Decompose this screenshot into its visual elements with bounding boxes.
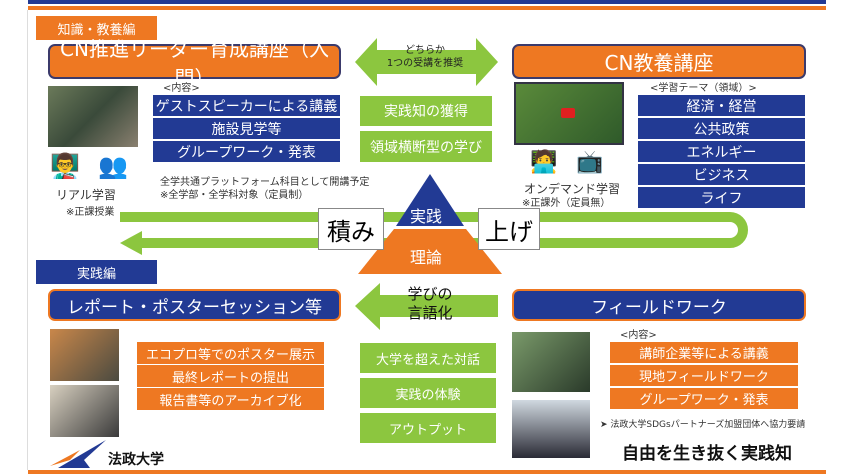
play-icon (561, 108, 575, 118)
recommend-line1: どちらか (405, 45, 445, 56)
poster-photo (50, 329, 119, 381)
intro-content-label: <内容> (163, 83, 200, 94)
theme-item: ビジネス (638, 164, 805, 185)
report-item: 報告書等のアーカイブ化 (137, 388, 324, 410)
presentation-icon: 👨‍🏫 (50, 152, 80, 180)
intro-item: ゲストスピーカーによる講義 (153, 95, 340, 116)
recommend-double-arrow (355, 38, 498, 86)
center-item: 領域横断型の学び (360, 131, 492, 162)
fieldwork-note: ➤ 法政大学SDGsパートナーズ加盟団体へ協力要請 (600, 420, 806, 430)
slide-left-border (27, 10, 28, 470)
intro-note: 全学共通プラットフォーム科目として開講予定 (160, 177, 370, 188)
poster-photo (50, 385, 119, 437)
group-meeting-icon: 👥 (98, 152, 128, 180)
verbalize-line2: 言語化 (407, 304, 453, 322)
university-logo-icon (50, 440, 106, 468)
pyramid-bottom-label: 理論 (410, 248, 443, 267)
theme-item: ライフ (638, 187, 805, 208)
fieldwork-title: フィールドワーク (512, 289, 806, 321)
center-item: 実践の体験 (360, 378, 496, 408)
section-tag-practice: 実践編 (36, 260, 157, 284)
slogan: 自由を生き抜く実践知 (622, 444, 792, 464)
fieldwork-item: 現地フィールドワーク (610, 365, 798, 386)
theme-item: 経済・経営 (638, 95, 805, 116)
pyramid-top-label: 実践 (410, 207, 443, 226)
fieldwork-photo (512, 332, 590, 392)
intro-item: グループワーク・発表 (153, 141, 340, 162)
fieldwork-photo (512, 400, 590, 458)
report-item: エコプロ等でのポスター展示 (137, 342, 324, 364)
fieldwork-item: 講師企業等による講義 (610, 342, 798, 363)
ondemand-label: オンデマンド学習 (524, 182, 621, 196)
intro-note: ※全学部・全学科対象（定員制） (160, 190, 309, 201)
accumulation-loop-arrow (120, 212, 748, 255)
accumulate-left-label: 積み (318, 208, 384, 250)
section-tag-knowledge: 知識・教養編 (36, 16, 157, 40)
real-learning-label: リアル学習 (56, 188, 116, 202)
verbalize-text: 学びの 言語化 (395, 285, 465, 323)
center-item: 大学を超えた対話 (360, 343, 496, 373)
center-item: アウトプット (360, 413, 496, 443)
report-title: レポート・ポスターセッション等 (48, 289, 341, 321)
practice-theory-pyramid (358, 174, 502, 274)
video-viewer-icon: 📺 (576, 150, 604, 175)
recommend-line2: 1つの受講を推奨 (386, 58, 464, 69)
ondemand-note: ※正課外（定員無） (522, 198, 611, 209)
theme-item: 公共政策 (638, 118, 805, 139)
verbalize-arrow (355, 283, 498, 330)
accumulate-right-label: 上げ (478, 208, 540, 250)
top-line (28, 6, 826, 10)
center-item: 実践知の獲得 (360, 96, 492, 126)
theme-label: <学習テーマ（領域）> (650, 83, 757, 94)
university-name: 法政大学 (108, 452, 164, 468)
real-learning-note: ※正課授業 (66, 207, 115, 218)
liberal-course-title: CN教養講座 (512, 44, 806, 79)
theme-item: エネルギー (638, 141, 805, 162)
intro-item: 施設見学等 (153, 118, 340, 139)
report-item: 最終レポートの提出 (137, 365, 324, 387)
bottom-line (28, 470, 826, 474)
fieldwork-content-label: <内容> (620, 330, 657, 341)
top-bar (28, 0, 826, 4)
tablet-user-icon: 🧑‍💻 (530, 150, 558, 175)
lecture-photo (48, 86, 138, 147)
intro-course-title: CN推進リーダー育成講座（入門） (48, 37, 341, 90)
verbalize-line1: 学びの (407, 285, 453, 303)
recommend-text: どちらか 1つの受講を推奨 (375, 44, 475, 70)
fieldwork-item: グループワーク・発表 (610, 388, 798, 409)
video-thumbnail (514, 82, 624, 145)
